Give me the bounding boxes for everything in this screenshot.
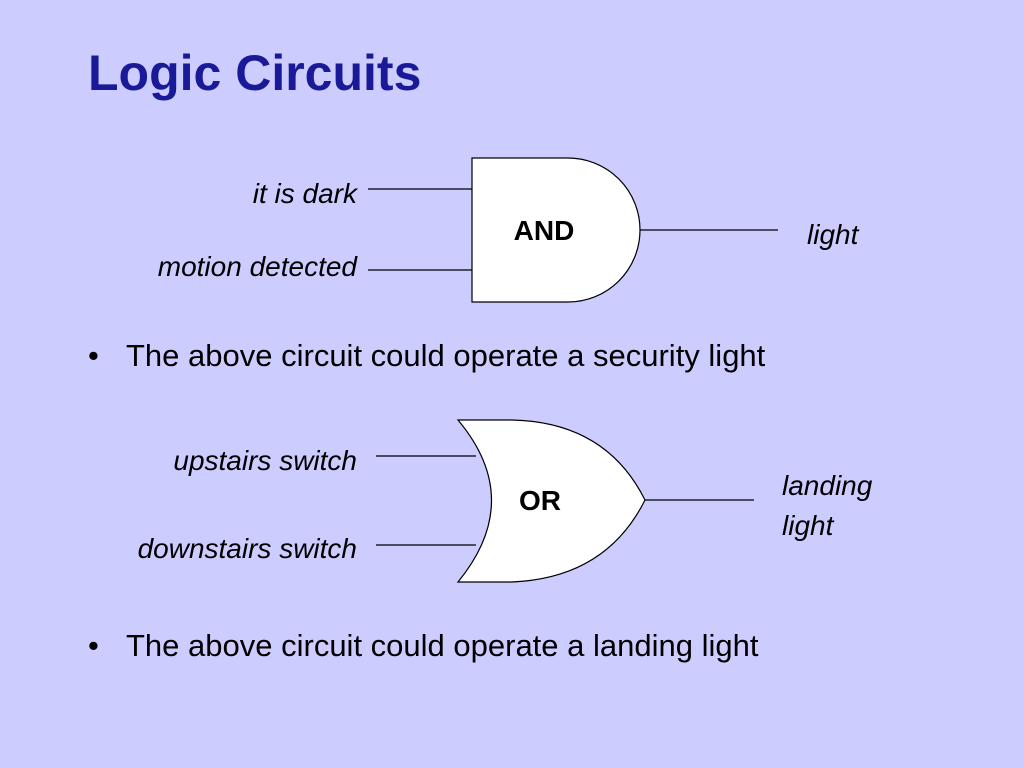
or-gate-body	[456, 419, 646, 583]
and-circuit: AND it is dark motion detected light	[158, 157, 860, 303]
and-gate-label: AND	[514, 215, 575, 246]
and-gate-body	[471, 157, 641, 303]
and-output-label: light	[807, 219, 860, 250]
or-gate-label: OR	[519, 485, 561, 516]
bullet-text: The above circuit could operate a landin…	[126, 628, 759, 663]
or-input-label-downstairs: downstairs switch	[138, 533, 357, 564]
bullet-item: • The above circuit could operate a landi…	[88, 628, 758, 664]
bullet-marker: •	[88, 338, 99, 373]
and-input-label-motion: motion detected	[158, 251, 359, 282]
bullet-marker: •	[88, 628, 99, 663]
or-input-label-upstairs: upstairs switch	[173, 445, 357, 476]
slide-title: Logic Circuits	[88, 45, 422, 101]
and-input-label-dark: it is dark	[253, 178, 359, 209]
or-output-label-line-2: light	[782, 510, 835, 541]
bullet-item: • The above circuit could operate a secur…	[88, 338, 765, 374]
bullet-text: The above circuit could operate a securi…	[126, 338, 766, 373]
or-circuit: OR upstairs switch downstairs switch lan…	[138, 419, 873, 583]
or-output-label-line-1: landing	[782, 470, 873, 501]
